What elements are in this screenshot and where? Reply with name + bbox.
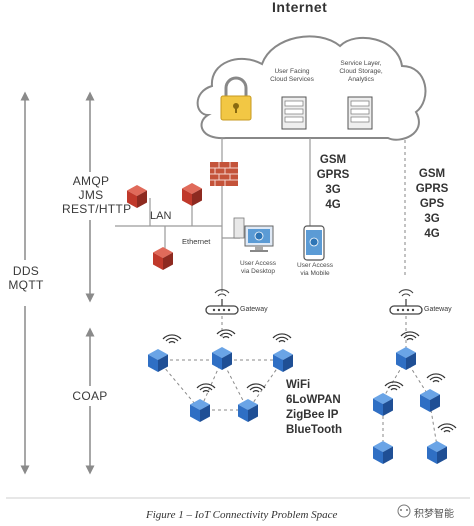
- gateway-right-label: Gateway: [424, 306, 452, 313]
- gateway-left-label: Gateway: [240, 306, 268, 313]
- desktop-access-label: User Access via Desktop: [239, 260, 277, 275]
- lan-server-cube-icon: [182, 183, 202, 206]
- sensor-device-cube-icon: [190, 383, 216, 422]
- user-facing-services-label: User Facing Cloud Services: [270, 68, 314, 83]
- gateway-left-router-icon: [205, 289, 239, 315]
- mobile-access-label: User Access via Mobile: [296, 262, 334, 277]
- cloud-title: Internet: [272, 0, 328, 15]
- sensor-device-cube-icon: [148, 334, 182, 372]
- sensor-device-cube-icon: [212, 329, 236, 370]
- sensor-device-cube-icon: [238, 383, 266, 422]
- right-tree-devices: [373, 331, 457, 464]
- wireless-protocols-label: WiFi 6LoWPAN ZigBee IP BlueTooth: [286, 379, 342, 436]
- service-layer-label: Service Layer, Cloud Storage, Analytics: [339, 60, 383, 83]
- protocols-dds-mqtt-label: DDS MQTT: [8, 264, 44, 292]
- sensor-device-cube-icon: [396, 331, 420, 370]
- sensor-device-cube-icon: [373, 381, 404, 416]
- ethernet-label: Ethernet: [182, 237, 211, 246]
- lan-label: LAN: [150, 210, 172, 222]
- sensor-device-cube-icon: [272, 333, 293, 372]
- lock-icon: [220, 76, 252, 121]
- cellular-right-label: GSM GPRS GPS 3G 4G: [415, 168, 449, 240]
- watermark-logo-icon: [397, 504, 411, 518]
- cloud-links: [221, 138, 406, 276]
- gateway-right-router-icon: [389, 289, 423, 315]
- desktop-icon: [233, 217, 274, 252]
- sensor-device-cube-icon: [427, 423, 457, 464]
- cloud-service-server-icon: [281, 96, 307, 130]
- cloud-shape: [196, 35, 427, 141]
- lan-server-cube-icon: [153, 247, 173, 270]
- protocol-label-backgrounds: [4, 172, 120, 406]
- cellular-mid-label: GSM GPRS 3G 4G: [316, 154, 350, 211]
- protocols-coap-label: COAP: [72, 389, 108, 403]
- protocols-top-label: AMQP JMS REST/HTTP: [62, 174, 132, 216]
- lan-lines: [115, 185, 240, 292]
- cloud-storage-server-icon: [347, 96, 373, 130]
- watermark-text: 积梦智能: [414, 509, 454, 520]
- sensor-device-cube-icon: [420, 373, 446, 412]
- figure-caption: Figure 1 – IoT Connectivity Problem Spac…: [146, 509, 338, 521]
- sensor-device-cube-icon: [373, 441, 393, 464]
- mobile-icon: [303, 225, 325, 261]
- firewall-icon: [210, 162, 238, 186]
